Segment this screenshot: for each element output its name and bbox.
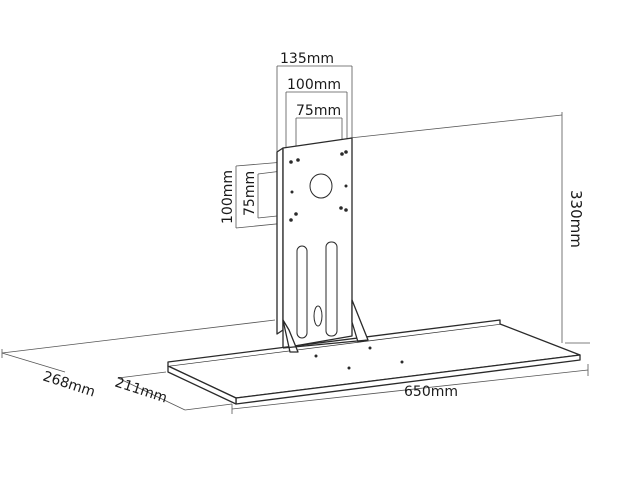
label-vesa-100h: 100mm (287, 77, 341, 93)
label-vesa-75h: 75mm (296, 103, 341, 119)
lower-oval-slot (313, 305, 323, 327)
vesa-hole (290, 190, 294, 194)
vesa-hole (289, 160, 293, 164)
tray-depth-top-extension (117, 371, 167, 379)
mount-body (167, 137, 581, 405)
depth-back-extension (1, 319, 276, 354)
vesa-hole (344, 208, 348, 212)
label-total-height: 330mm (567, 190, 585, 248)
tray-depth-bottom-extension (184, 403, 233, 411)
vesa-hole (344, 184, 348, 188)
label-total-depth: 268mm (41, 369, 97, 401)
vesa-100v-top (235, 161, 285, 167)
label-tray-width: 650mm (404, 384, 458, 400)
vesa-hole (294, 212, 298, 216)
cable-hole (309, 173, 333, 199)
left-gusset (282, 319, 299, 353)
right-slot (325, 241, 338, 337)
vesa-hole (344, 150, 348, 154)
tray-hole (314, 354, 318, 358)
height-top-extension (349, 114, 563, 139)
tray-hole (368, 346, 372, 350)
vesa-hole (289, 218, 293, 222)
right-gusset (351, 299, 369, 343)
tray-depth-line (117, 377, 186, 411)
vesa-hole (340, 152, 344, 156)
vesa-hole (339, 206, 343, 210)
label-vesa-135: 135mm (280, 51, 334, 67)
tray-hole (400, 360, 404, 364)
left-slot (296, 245, 308, 339)
width-dimension-line (231, 369, 589, 410)
plate-base-line (282, 339, 369, 349)
tray-left-edge (167, 365, 237, 405)
depth-side-line (1, 352, 66, 373)
label-vesa-75v: 75mm (242, 171, 258, 216)
dimension-lines (1, 65, 590, 414)
vesa-hole (296, 158, 300, 162)
tray-hole (347, 366, 351, 370)
label-vesa-100v: 100mm (220, 170, 236, 224)
plate-side (276, 147, 284, 335)
label-tray-depth: 211mm (113, 375, 169, 407)
